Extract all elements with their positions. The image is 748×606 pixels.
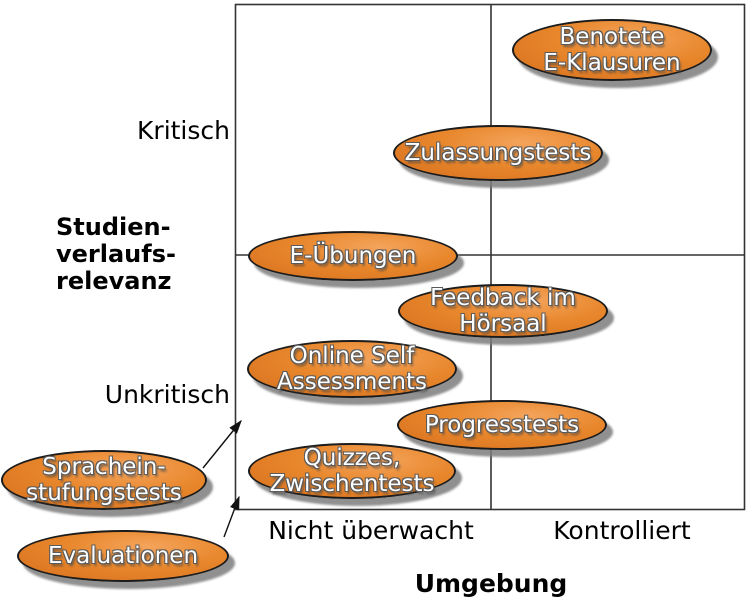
node-label: Online Self — [289, 343, 415, 369]
y-axis-low-label: Unkritisch — [104, 380, 230, 409]
node-label: Evaluationen — [47, 543, 199, 569]
node-label: E-Übungen — [289, 243, 417, 269]
node-benotete-e-klausuren: Benotete E-Klausuren — [512, 19, 712, 81]
y-axis-title-line1: Studien- — [56, 213, 171, 241]
x-axis-right-label: Kontrolliert — [553, 516, 691, 545]
node-feedback-im-hoersaal: Feedback im Hörsaal — [398, 284, 608, 338]
node-label: Assessments — [277, 369, 427, 395]
node-label: Hörsaal — [459, 311, 547, 337]
node-label: Sprachein- — [42, 454, 166, 480]
y-axis-title-line2: verlaufs- — [56, 240, 176, 268]
node-online-self-assessments: Online Self Assessments — [247, 340, 457, 398]
node-label: Zulassungstests — [404, 140, 592, 166]
x-axis-left-label: Nicht überwacht — [268, 516, 474, 545]
node-label: Progresstests — [424, 412, 580, 438]
node-progresstests: Progresstests — [397, 400, 607, 450]
node-spracheinstufungstests: Sprachein- stufungstests — [1, 450, 207, 510]
node-label: Zwischentests — [269, 471, 435, 497]
y-axis-title-line3: relevanz — [56, 267, 172, 295]
matrix-border — [234, 3, 746, 511]
node-label: E-Klausuren — [543, 50, 681, 76]
node-label: stufungstests — [26, 480, 182, 506]
y-axis-title: Studien- verlaufs- relevanz — [56, 214, 226, 295]
arrow-icon-spracheinstufungstests — [202, 419, 242, 469]
y-axis-high-label: Kritisch — [137, 116, 230, 145]
node-evaluationen: Evaluationen — [17, 530, 229, 582]
node-label: Benotete — [559, 24, 665, 50]
x-axis-title: Umgebung — [414, 569, 568, 598]
node-e-uebungen: E-Übungen — [248, 231, 458, 281]
node-quizzes-zwischentests: Quizzes, Zwischentests — [248, 443, 456, 499]
node-zulassungstests: Zulassungstests — [393, 125, 603, 181]
node-label: Feedback im — [430, 285, 576, 311]
node-label: Quizzes, — [303, 445, 401, 471]
arrow-icon-evaluationen — [223, 495, 240, 538]
